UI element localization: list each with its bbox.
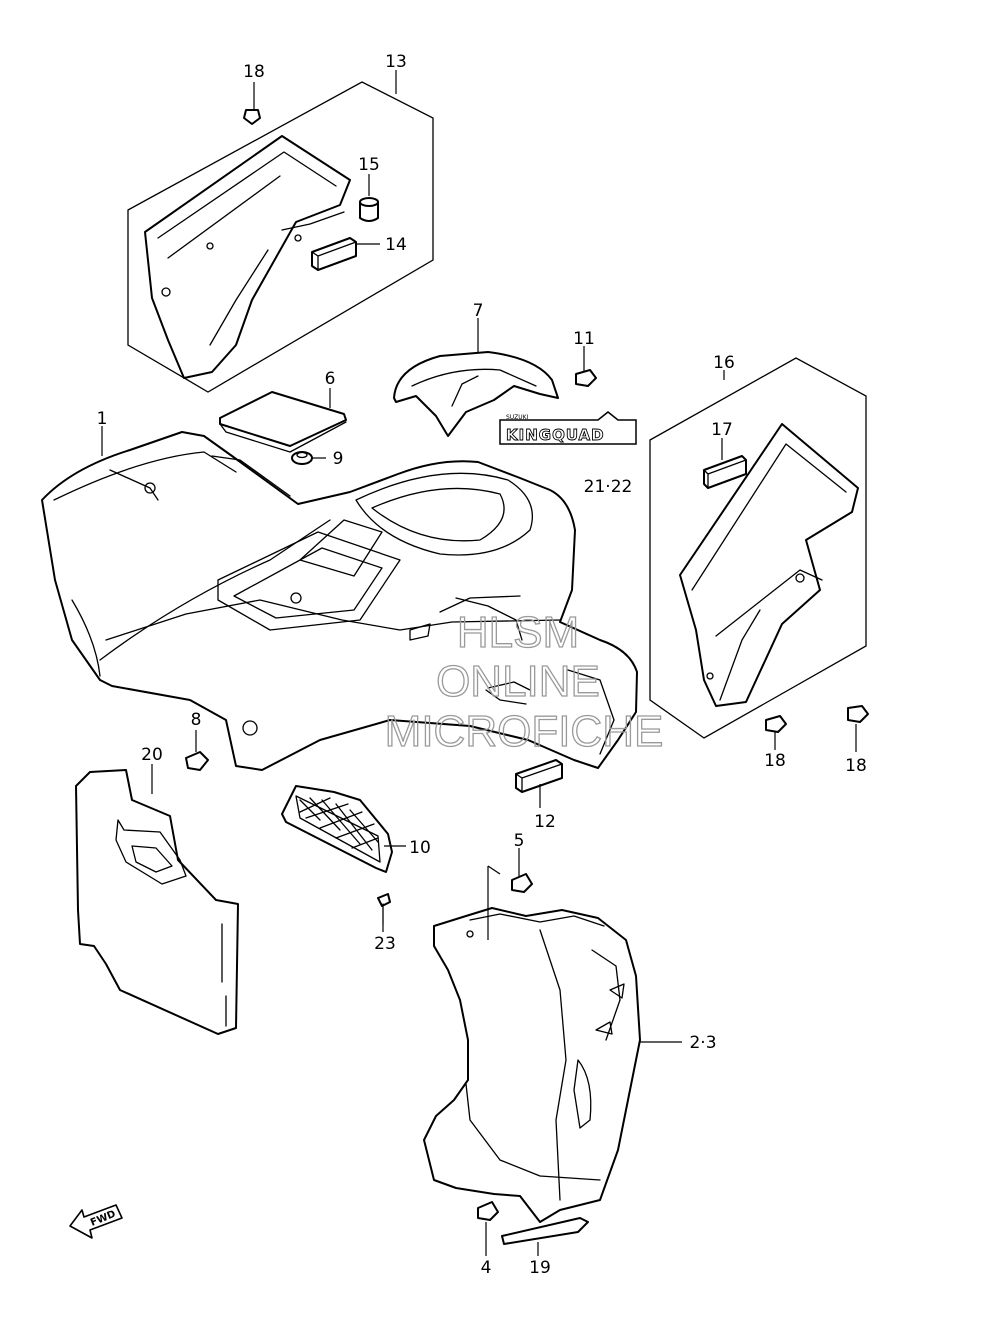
part-8-screw [185, 751, 209, 771]
callout-19: 19 [529, 1258, 551, 1278]
callout-7: 7 [473, 301, 484, 321]
part-23-screw [377, 893, 391, 925]
watermark-line-2: ONLINE [436, 657, 600, 706]
part-1-rear-fender [41, 431, 638, 771]
part-2-3-inner-fender [423, 865, 641, 1223]
callout-17: 17 [711, 420, 733, 440]
part-20-panel [75, 769, 239, 1035]
kingquad-logo: SUZUKI KINGQUAD [499, 411, 637, 445]
callout-23: 23 [374, 934, 396, 954]
callout-16: 16 [713, 353, 735, 373]
logo-main-text: KINGQUAD [506, 426, 605, 444]
part-19-pad [501, 1217, 589, 1245]
watermark-line-3: MICROFICHE [385, 707, 664, 756]
callout-12: 12 [534, 812, 556, 832]
part-11-screw [575, 369, 597, 387]
callout-13: 13 [385, 52, 407, 72]
part-15-grommet [359, 197, 379, 222]
callout-18-top: 18 [243, 62, 265, 82]
callout-20: 20 [141, 745, 163, 765]
callout-2-3: 2·3 [689, 1033, 716, 1053]
fwd-arrow-icon: FWD [69, 1204, 123, 1239]
part-17-pad [703, 455, 747, 489]
callout-labels: 18 13 15 14 7 11 16 17 6 1 9 21·22 8 20 … [97, 52, 867, 1278]
callout-21-22: 21·22 [584, 477, 633, 497]
part-18-bolt-top [243, 109, 261, 125]
part-10-grille [281, 785, 393, 873]
group-frame-16 [649, 357, 867, 739]
leader-lines [101, 70, 857, 1256]
group-frame-13 [127, 81, 434, 393]
part-13-shield [144, 135, 351, 379]
part-18-bolt-mid [765, 715, 787, 733]
part-9-grommet [291, 451, 313, 465]
callout-10: 10 [409, 838, 431, 858]
callout-18-right: 18 [845, 756, 867, 776]
part-16-group [649, 357, 867, 739]
callout-9: 9 [333, 449, 344, 469]
part-18-bolt-right [847, 705, 869, 723]
part-16-shield [679, 423, 859, 707]
part-7-cover [393, 351, 559, 437]
callout-14: 14 [385, 235, 407, 255]
logo-small-text: SUZUKI [506, 414, 529, 421]
part-14-pad [311, 237, 357, 271]
watermark: HLSM ONLINE MICROFICHE [384, 607, 664, 756]
callout-11: 11 [573, 329, 595, 349]
part-13-group [127, 81, 434, 393]
part-12-pad [515, 759, 563, 793]
watermark-line-1: HLSM [457, 608, 579, 657]
part-5-screw [511, 873, 533, 893]
callout-6: 6 [325, 369, 336, 389]
callout-5: 5 [514, 831, 525, 851]
part-6-cover [219, 391, 347, 453]
part-4-screw [477, 1201, 499, 1221]
callout-1: 1 [97, 409, 108, 429]
callout-18-mid: 18 [764, 751, 786, 771]
callout-8: 8 [191, 710, 202, 730]
callout-4: 4 [481, 1258, 492, 1278]
callout-15: 15 [358, 155, 380, 175]
